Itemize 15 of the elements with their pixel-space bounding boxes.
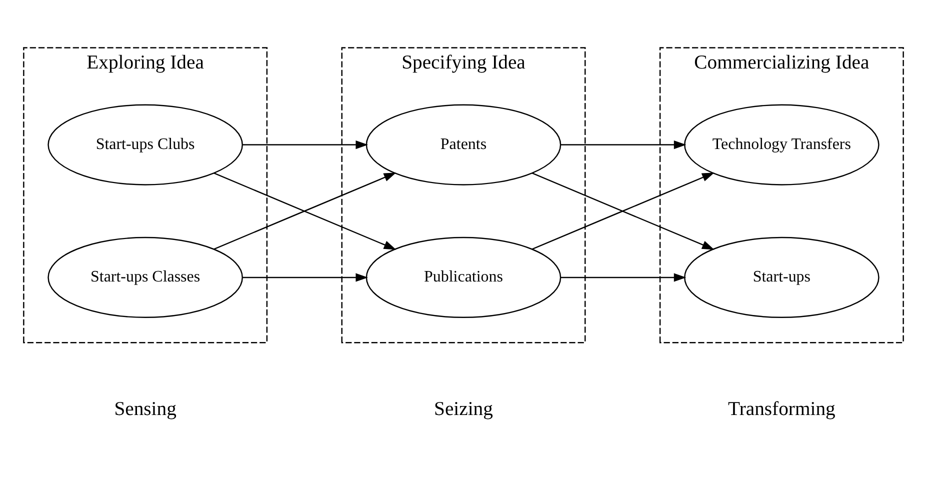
label: Transforming xyxy=(728,397,836,420)
node-ellipse: Technology Transfers xyxy=(684,104,880,185)
label: Sensing xyxy=(114,397,176,420)
node-ellipse: Patents xyxy=(366,104,562,185)
node-ellipse: Start-ups Classes xyxy=(48,236,243,318)
arrow xyxy=(560,140,686,149)
arrow xyxy=(242,272,368,282)
node-ellipse: Publications xyxy=(366,236,562,318)
arrow xyxy=(214,172,396,250)
node-ellipse: Start-ups Clubs xyxy=(48,104,243,185)
node-ellipse: Start-ups xyxy=(684,236,880,318)
arrow xyxy=(532,172,714,250)
arrow xyxy=(560,272,686,282)
arrow xyxy=(242,140,368,149)
label: Seizing xyxy=(434,397,493,420)
